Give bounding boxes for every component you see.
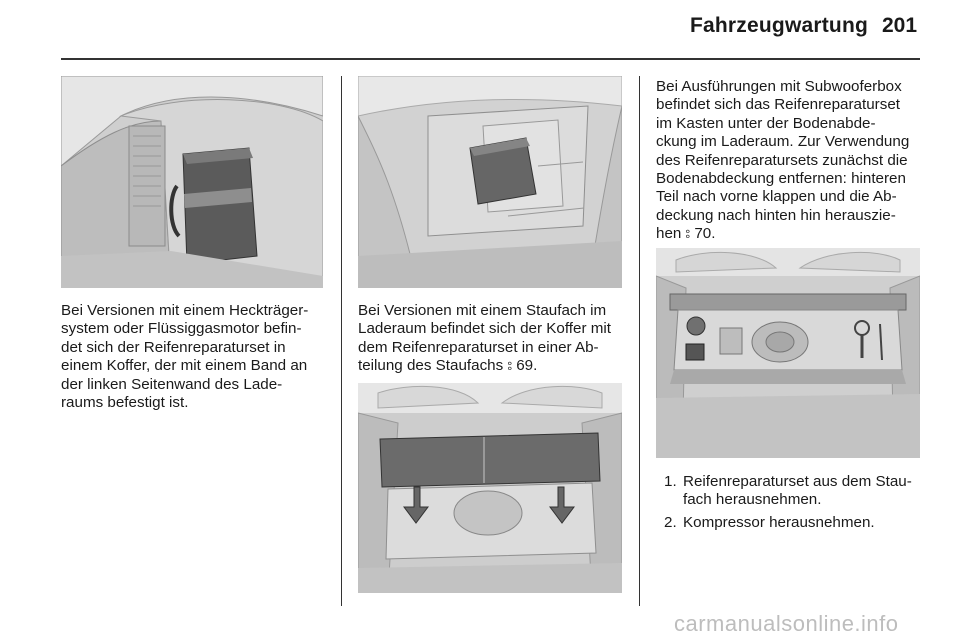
text-line: ckung im Laderaum. Zur Verwendung (656, 133, 910, 151)
text-line: system oder Flüssiggasmotor befin‐ (61, 320, 302, 338)
text-line: des Reifenreparatursets zunächst die (656, 151, 908, 169)
text-line: dem Reifenreparaturset in einer Ab‐ (358, 338, 599, 356)
text-line: hen ⦂ 70. (656, 225, 716, 243)
paragraph-col3: Bei Ausführungen mit Subwooferbox befind… (656, 78, 909, 244)
text-line: teilung des Staufachs ⦂ 69. (358, 357, 538, 375)
page-number: 201 (882, 14, 918, 37)
figure-trunk-storage-case (358, 76, 622, 288)
text-line: Bei Versionen mit einem Staufach im (358, 302, 607, 319)
text-line: raums befestigt ist. (61, 394, 189, 412)
text-line: Laderaum befindet sich der Koffer mit (358, 320, 611, 338)
watermark: carmanualsonline.info (674, 611, 899, 636)
text-line: Bodenabdeckung entfernen: hinteren (656, 170, 906, 188)
text-line: det sich der Reifenreparaturset in (61, 338, 286, 356)
text-line: Reifenreparaturset aus dem Stau‐ (683, 473, 912, 490)
header-rule (61, 58, 920, 60)
paragraph-col1: Bei Versionen mit einem Heckträger‐ syst… (61, 302, 308, 412)
figure-trunk-floor-cover (358, 383, 622, 593)
text-line: Kompressor herausnehmen. (683, 514, 875, 531)
text-line: fach herausnehmen. (683, 491, 822, 509)
section-title: Fahrzeugwartung (690, 14, 869, 37)
figure-trunk-side-case (61, 76, 323, 288)
text-line: befindet sich das Reifenreparaturset (656, 96, 900, 114)
column-divider (639, 76, 640, 606)
figure-subwoofer-box-kit (656, 248, 920, 458)
step-text: Reifenreparaturset aus dem Stau‐ fach he… (683, 473, 912, 510)
text-line: der linken Seitenwand des Lade‐ (61, 375, 283, 393)
text-line: im Kasten unter der Bodenabde‐ (656, 114, 876, 132)
step-text: Kompressor herausnehmen. (683, 514, 875, 532)
text-line: Bei Ausführungen mit Subwooferbox (656, 78, 902, 95)
text-line: Teil nach vorne klappen und die Ab‐ (656, 188, 897, 206)
paragraph-col2: Bei Versionen mit einem Staufach im Lade… (358, 302, 611, 376)
step-number: 1. (664, 473, 677, 490)
column-divider (341, 76, 342, 606)
step-number: 2. (664, 514, 677, 531)
text-line: deckung nach hinten hin herauszie‐ (656, 206, 896, 224)
text-line: Bei Versionen mit einem Heckträger‐ (61, 302, 309, 319)
text-line: einem Koffer, der mit einem Band an (61, 357, 308, 375)
